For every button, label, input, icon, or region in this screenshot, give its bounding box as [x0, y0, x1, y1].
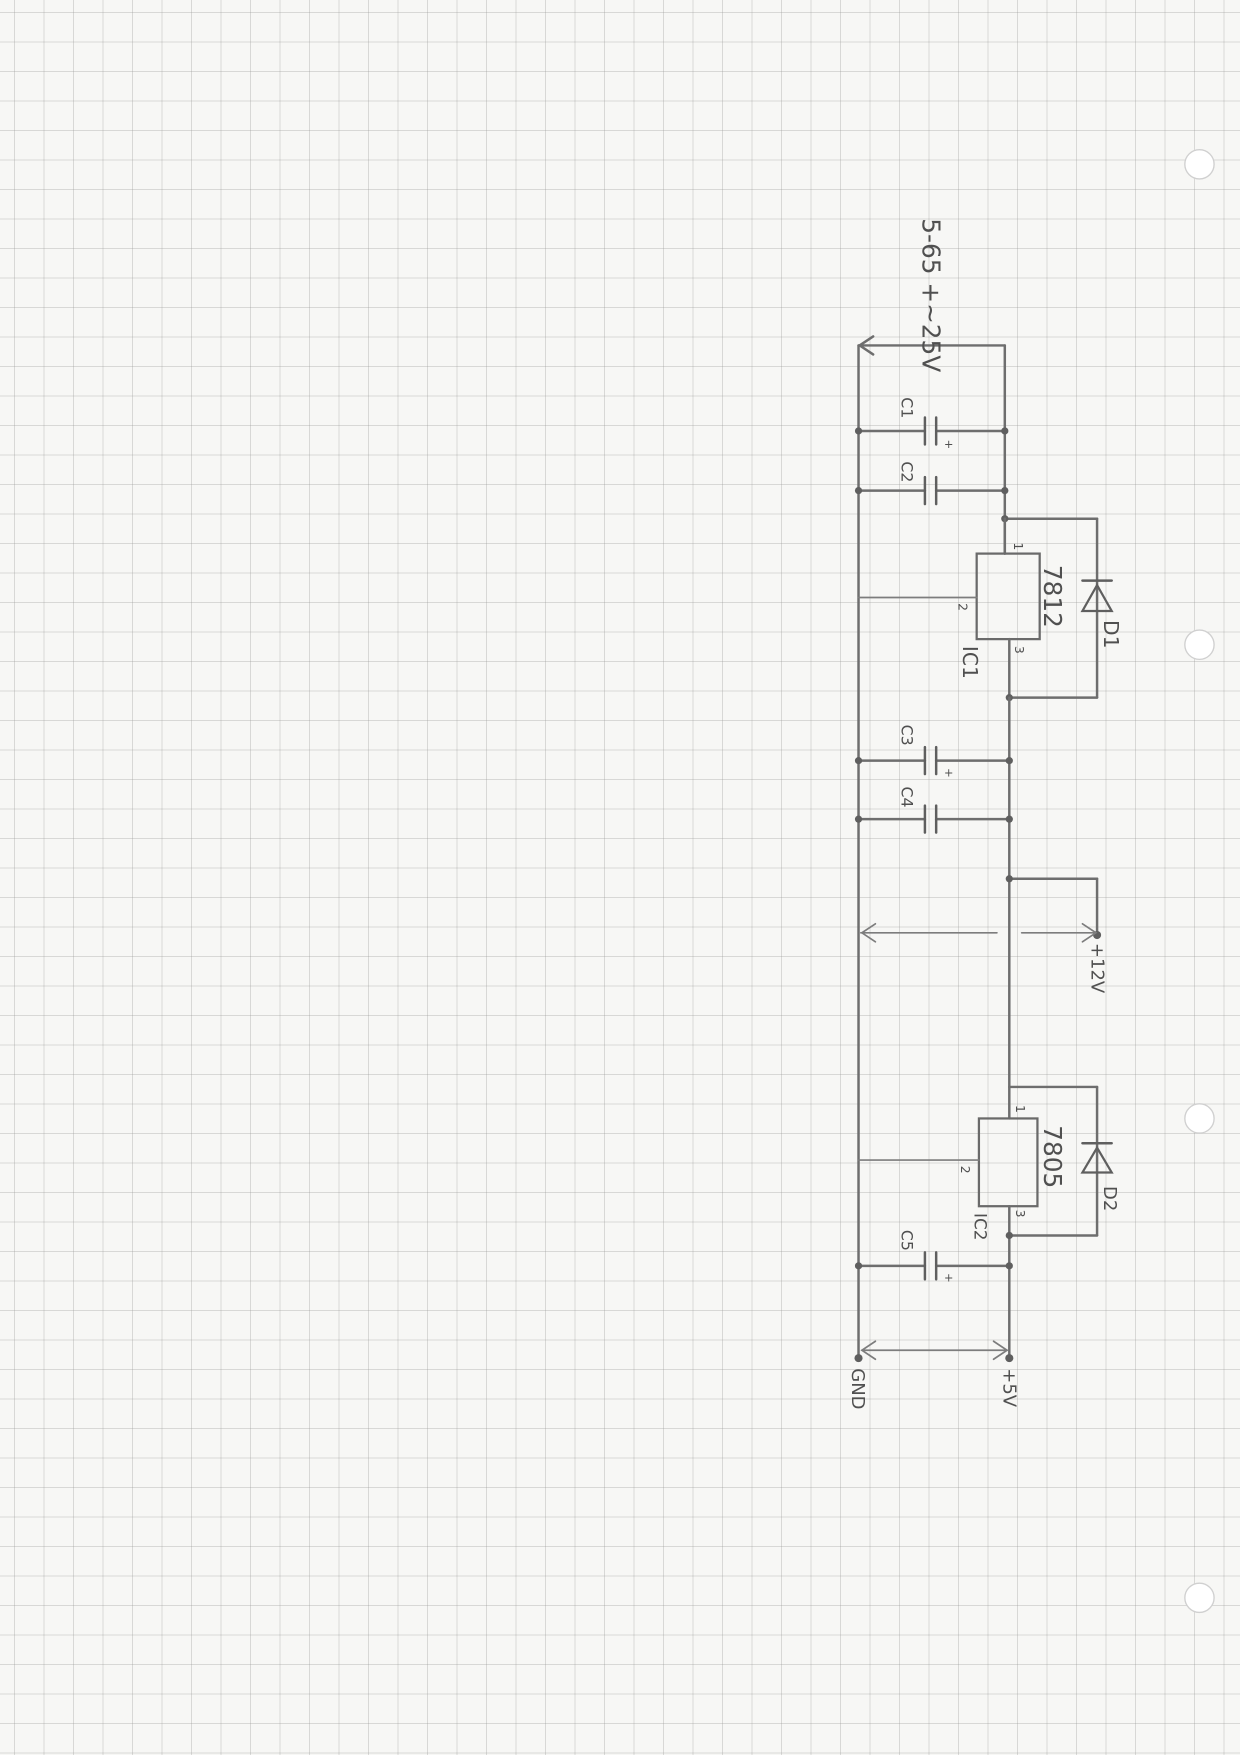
ic1-designator: IC1	[958, 646, 982, 679]
c5-label: C5	[897, 1230, 916, 1251]
diode-d2: D2	[1080, 1085, 1120, 1237]
capacitor-c2: C2	[854, 461, 1009, 506]
ic2-designator: IC2	[970, 1213, 990, 1240]
ic2-pin-1: 1	[1013, 1105, 1027, 1113]
c5-polarity-mark: +	[944, 1272, 953, 1285]
capacitor-c3: + C3	[854, 725, 1013, 779]
d2-label: D2	[1099, 1186, 1120, 1211]
capacitor-c1: + C1	[854, 397, 1009, 451]
gnd-label: GND	[847, 1368, 868, 1409]
binder-hole	[1184, 1582, 1215, 1614]
c3-label: C3	[897, 725, 916, 746]
ic1-pin-1: 1	[1011, 542, 1025, 550]
ic2-pin-2: 2	[958, 1166, 972, 1174]
input-voltage-label: 5-65 +~25V	[917, 218, 946, 372]
output-12v-label: +12V	[1086, 943, 1107, 994]
ic2-part-number: 7805	[1038, 1125, 1067, 1188]
c4-label: C4	[897, 787, 916, 808]
d1-label: D1	[1099, 620, 1123, 648]
ic1-part-number: 7812	[1038, 565, 1067, 628]
ic2-pin-3: 3	[1013, 1210, 1027, 1218]
diode-d1: D1	[1080, 517, 1123, 699]
regulator-ic2: 1 2 3 7805 IC2	[857, 1085, 1099, 1360]
c2-label: C2	[897, 461, 916, 482]
output-12v: +12V	[859, 875, 1107, 994]
capacitor-c4: C4	[854, 787, 1013, 834]
c1-polarity-mark: +	[944, 438, 953, 451]
c1-label: C1	[897, 397, 916, 418]
output-5v-gnd: GND +5V	[847, 1340, 1020, 1410]
input-terminal: 5-65 +~25V	[857, 218, 1007, 372]
binder-hole	[1184, 629, 1215, 661]
regulator-ic1: 1 2 3 7812 IC1	[857, 515, 1099, 702]
c3-polarity-mark: +	[944, 766, 953, 779]
output-5v-label: +5V	[999, 1368, 1020, 1408]
binder-hole	[1184, 148, 1215, 180]
ic1-pin-3: 3	[1012, 646, 1026, 654]
binder-hole	[1184, 1103, 1215, 1134]
ic1-pin-2: 2	[956, 603, 970, 611]
capacitor-c5: + C5	[854, 1230, 1013, 1285]
